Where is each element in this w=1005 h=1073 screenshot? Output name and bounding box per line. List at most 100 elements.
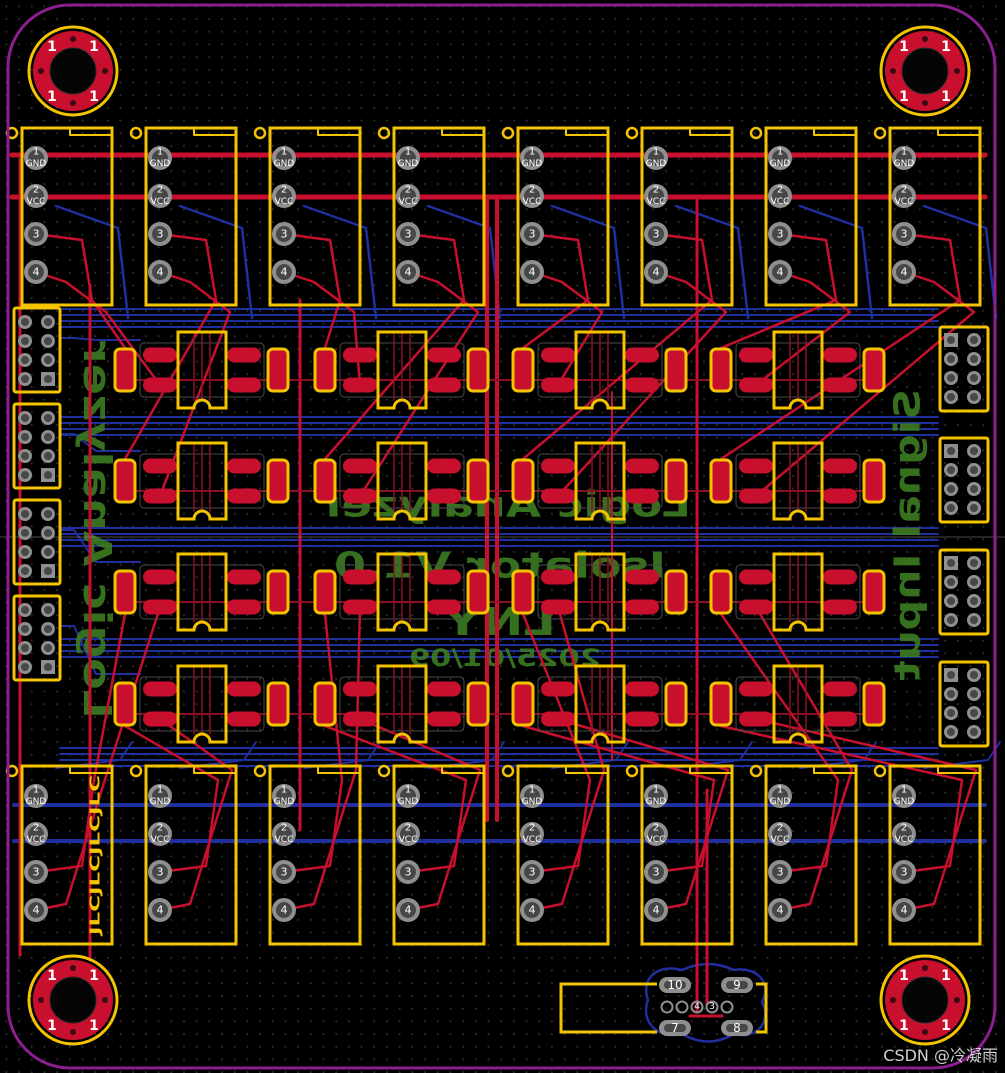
- bottom-signal-connector[interactable]: [501, 764, 610, 946]
- input-signal-trace: [34, 612, 127, 874]
- bottom-signal-connector[interactable]: [5, 764, 114, 946]
- resistor-footprint[interactable]: [266, 458, 290, 504]
- optocoupler-footprint[interactable]: [339, 444, 465, 512]
- resistor-footprint[interactable]: [113, 458, 137, 504]
- top-signal-connector[interactable]: [873, 126, 982, 307]
- optocoupler-footprint[interactable]: [339, 333, 465, 401]
- optocoupler-footprint[interactable]: [537, 333, 663, 401]
- pin-number-label: 2: [157, 185, 163, 196]
- pin-net-label: GND: [646, 159, 667, 169]
- resistor-footprint[interactable]: [862, 569, 886, 615]
- resistor-footprint[interactable]: [709, 569, 733, 615]
- debug-header-footprint[interactable]: [559, 977, 768, 1036]
- logic-analyzer-header[interactable]: [12, 306, 62, 394]
- top-signal-connector[interactable]: [377, 126, 486, 307]
- optocoupler-footprint[interactable]: [139, 444, 265, 512]
- resistor-pad-outline: [466, 681, 490, 727]
- resistor-footprint[interactable]: [466, 569, 490, 615]
- optocoupler-footprint[interactable]: [735, 667, 861, 735]
- optocoupler-footprint[interactable]: [537, 667, 663, 735]
- header-silkscreen-outline: [12, 594, 62, 682]
- resistor-footprint[interactable]: [709, 347, 733, 393]
- optocoupler-footprint[interactable]: [735, 333, 861, 401]
- top-signal-connector[interactable]: [749, 126, 858, 307]
- resistor-footprint[interactable]: [862, 458, 886, 504]
- signal-input-header[interactable]: [938, 660, 990, 748]
- header-pin-hole: [21, 644, 29, 652]
- optocoupler-footprint[interactable]: [537, 555, 663, 623]
- connector-silkscreen-outline: [392, 764, 486, 946]
- resistor-footprint[interactable]: [313, 681, 337, 727]
- mounting-hole[interactable]: [879, 954, 971, 1046]
- resistor-footprint[interactable]: [511, 569, 535, 615]
- resistor-footprint[interactable]: [862, 347, 886, 393]
- resistor-footprint[interactable]: [709, 458, 733, 504]
- top-signal-connector[interactable]: [5, 126, 114, 307]
- resistor-footprint[interactable]: [466, 681, 490, 727]
- resistor-footprint[interactable]: [664, 347, 688, 393]
- top-signal-connector[interactable]: [129, 126, 238, 307]
- pin-number-label: 4: [405, 266, 412, 279]
- mounting-hole[interactable]: [27, 25, 119, 117]
- optocoupler-footprint[interactable]: [339, 667, 465, 735]
- mounting-hole[interactable]: [27, 954, 119, 1046]
- bottom-signal-connector[interactable]: [377, 764, 486, 946]
- header-silkscreen-outline: [12, 498, 62, 586]
- logic-analyzer-header[interactable]: [12, 498, 62, 586]
- resistor-footprint[interactable]: [466, 458, 490, 504]
- mounting-hole[interactable]: [879, 25, 971, 117]
- resistor-footprint[interactable]: [113, 347, 137, 393]
- signal-input-header[interactable]: [938, 548, 990, 636]
- mounting-hole-pad-label: 1: [941, 968, 951, 984]
- bottom-signal-connector[interactable]: [129, 764, 238, 946]
- resistor-footprint[interactable]: [664, 458, 688, 504]
- resistor-footprint[interactable]: [511, 681, 535, 727]
- header-pin-hole: [947, 336, 955, 344]
- resistor-footprint[interactable]: [511, 458, 535, 504]
- connector-silkscreen-outline: [144, 126, 238, 307]
- resistor-footprint[interactable]: [266, 569, 290, 615]
- resistor-footprint[interactable]: [511, 347, 535, 393]
- pin1-marker: [625, 764, 639, 778]
- signal-input-header[interactable]: [938, 436, 990, 524]
- logic-analyzer-header[interactable]: [12, 594, 62, 682]
- connector-pin-hole: [648, 188, 664, 204]
- resistor-footprint[interactable]: [313, 569, 337, 615]
- bottom-signal-connector[interactable]: [253, 764, 362, 946]
- resistor-footprint[interactable]: [862, 681, 886, 727]
- input-signal-trace: [158, 717, 234, 912]
- resistor-footprint[interactable]: [266, 347, 290, 393]
- resistor-footprint[interactable]: [664, 681, 688, 727]
- signal-input-header[interactable]: [938, 325, 990, 413]
- resistor-footprint[interactable]: [313, 458, 337, 504]
- top-signal-connector[interactable]: [253, 126, 362, 307]
- mounting-hole-pad-label: 1: [899, 39, 909, 55]
- header-pin-hole: [947, 504, 955, 512]
- resistor-footprint[interactable]: [466, 347, 490, 393]
- optocoupler-footprint[interactable]: [139, 667, 265, 735]
- optocoupler-footprint[interactable]: [735, 444, 861, 512]
- header-pin-hole: [947, 690, 955, 698]
- bottom-signal-connector[interactable]: [749, 764, 858, 946]
- resistor-footprint[interactable]: [113, 681, 137, 727]
- optocoupler-footprint[interactable]: [735, 555, 861, 623]
- resistor-footprint[interactable]: [709, 681, 733, 727]
- pin-number-label: 2: [777, 185, 783, 196]
- connector-pin-hole: [152, 864, 168, 880]
- logic-analyzer-header[interactable]: [12, 402, 62, 490]
- optocoupler-footprint[interactable]: [139, 333, 265, 401]
- resistor-footprint[interactable]: [313, 347, 337, 393]
- optocoupler-footprint[interactable]: [139, 555, 265, 623]
- bottom-signal-connector[interactable]: [873, 764, 982, 946]
- resistor-footprint[interactable]: [266, 681, 290, 727]
- resistor-footprint[interactable]: [664, 569, 688, 615]
- optocoupler-footprint[interactable]: [339, 555, 465, 623]
- top-signal-connector[interactable]: [625, 126, 734, 307]
- optocoupler-footprint[interactable]: [537, 444, 663, 512]
- bottom-signal-connector[interactable]: [625, 764, 734, 946]
- resistor-footprint[interactable]: [113, 569, 137, 615]
- pin-number-label: 1: [901, 785, 907, 796]
- top-signal-connector[interactable]: [501, 126, 610, 307]
